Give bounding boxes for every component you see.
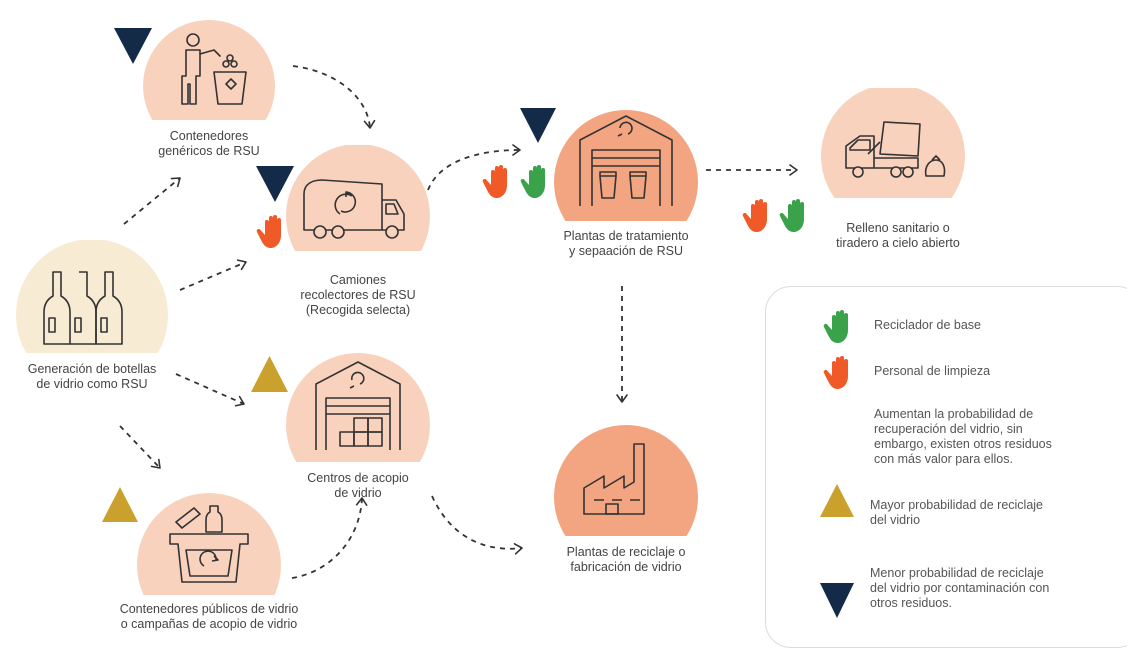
orange-hand-icon [742, 199, 767, 232]
navy-triangle-generic [114, 28, 152, 64]
recycling-bin-icon [169, 505, 249, 583]
arrow-bottles-to-generic [123, 177, 181, 225]
arrow-bottles-to-centers [175, 373, 245, 407]
legend-lower-probability-label: Menor probabilidad de reciclaje del vidr… [870, 566, 1050, 610]
node-recycling-plants-circle [554, 425, 698, 536]
warehouse-boxes-icon [315, 361, 401, 450]
glass-bottles-icon [43, 271, 123, 345]
arrow-generic-to-trucks [292, 65, 376, 129]
node-generic-containers-circle [143, 20, 275, 120]
green-hand-icon [779, 199, 804, 232]
orange-hand-icon [482, 165, 507, 198]
node-trucks-circle [286, 145, 430, 251]
navy-triangle-trucks [256, 166, 294, 202]
gold-triangle-centers [251, 356, 288, 392]
arrow-bottles-to-public [119, 425, 161, 469]
person-trash-icon [181, 33, 247, 105]
legend-recycler-label: Reciclador de base [874, 318, 982, 332]
label-treatment-plants: Plantas de tratamiento y sepaación de RS… [563, 229, 689, 258]
gold-triangle-public [102, 487, 138, 522]
flow-arrows [119, 65, 798, 579]
label-collection-centers: Centros de acopio de vidrio [307, 471, 409, 500]
green-hand-icon [823, 310, 848, 343]
arrow-bottles-to-trucks [179, 259, 247, 291]
flow-diagram [16, 20, 965, 595]
legend-box: Reciclador de base Personal de limpieza … [765, 286, 1127, 648]
navy-triangle-icon [820, 583, 854, 618]
legend-higher-probability-label: Mayor probabilidad de reciclaje del vidr… [870, 498, 1044, 527]
factory-icon [583, 443, 645, 515]
node-bottles-circle [16, 240, 168, 353]
gold-triangle-icon [820, 484, 854, 517]
orange-hand-icon [256, 215, 281, 248]
node-landfill-circle [821, 88, 965, 198]
arrow-trucks-to-treatment [427, 144, 521, 191]
node-public-containers-circle [137, 493, 281, 595]
arrow-public-to-centers [291, 497, 368, 579]
legend-cleaning-staff-label: Personal de limpieza [874, 364, 991, 378]
label-landfill: Relleno sanitario o tiradero a cielo abi… [836, 221, 960, 250]
arrow-centers-to-recycling [431, 495, 523, 555]
navy-triangle-treatment [520, 108, 556, 143]
green-hand-icon [520, 165, 545, 198]
label-trucks: Camiones recolectores de RSU (Recogida s… [300, 273, 416, 317]
orange-hand-icon [823, 356, 848, 389]
label-public-containers: Contenedores públicos de vidrio o campañ… [119, 602, 299, 631]
label-generic-containers: Contenedores genéricos de RSU [158, 129, 260, 158]
dump-truck-icon [845, 121, 946, 178]
label-bottles: Generación de botellas de vidrio como RS… [27, 362, 157, 391]
legend-symbols [820, 310, 854, 618]
treatment-plant-icon [579, 115, 673, 206]
legend-note: Aumentan la probabilidad de recuperación… [874, 407, 1052, 466]
garbage-truck-icon [303, 179, 405, 239]
label-recycling-plants: Plantas de reciclaje o fabricación de vi… [566, 545, 686, 574]
